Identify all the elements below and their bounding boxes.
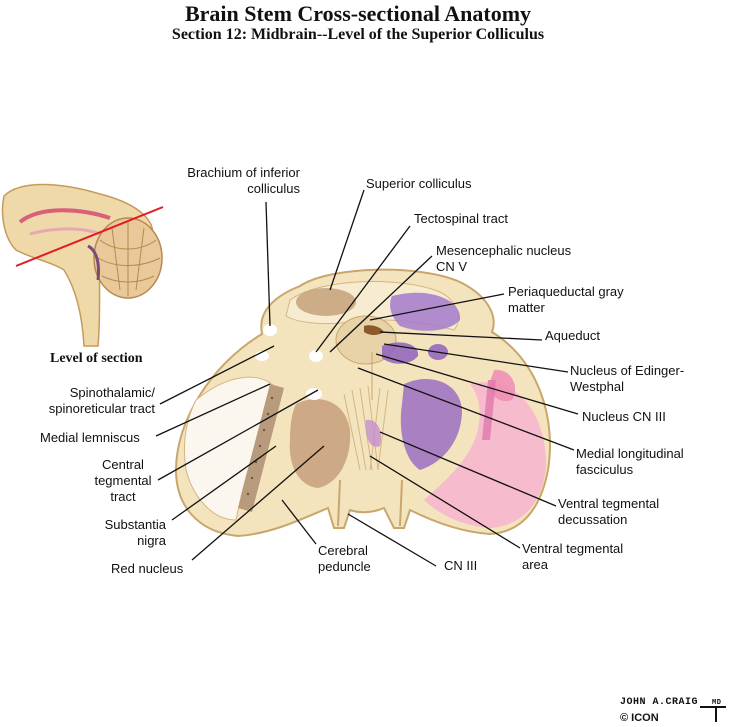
label-cerebral-peduncle: Cerebral peduncle — [318, 543, 371, 575]
signature-name-text: JOHN A.CRAIG — [620, 697, 699, 708]
label-mlf: Medial longitudinal fasciculus — [576, 446, 684, 478]
label-brachium: Brachium of inferior colliculus — [168, 165, 300, 197]
copyright-symbol: © — [620, 712, 629, 724]
label-spinothalamic-line1: Spinothalamic/ — [69, 385, 155, 400]
signature-name: JOHN A.CRAIG MD — [620, 697, 721, 708]
label-spinothalamic-line2: spinoreticular tract — [48, 401, 155, 416]
inset-sagittal-view — [1, 183, 164, 347]
label-vt-area: Ventral tegmental area — [522, 541, 623, 573]
label-cn3-nucleus: Nucleus CN III — [582, 409, 666, 424]
label-edinger-line1: Nucleus of Edinger- — [570, 363, 685, 378]
label-cerebral-peduncle-line2: peduncle — [318, 559, 371, 574]
brachium-dot — [263, 324, 277, 336]
label-central-tegmental-line3: tract — [110, 489, 136, 504]
label-brachium-line2: colliculus — [247, 181, 300, 196]
label-edinger-line2: Westphal — [570, 379, 624, 394]
label-central-tegmental-line1: Central — [102, 457, 144, 472]
label-central-tegmental: Central tegmental tract — [80, 457, 166, 505]
label-medial-lemniscus: Medial lemniscus — [40, 430, 140, 445]
central-tegmental-dot — [306, 388, 322, 400]
label-central-tegmental-line2: tegmental — [94, 473, 152, 488]
label-mlf-line1: Medial longitudinal — [576, 446, 684, 461]
label-vt-area-line2: area — [522, 557, 549, 572]
label-periaqueductal-line1: Periaqueductal gray — [508, 284, 624, 299]
label-edinger: Nucleus of Edinger- Westphal — [570, 363, 684, 395]
label-mesencephalic-line1: Mesencephalic nucleus — [436, 243, 572, 258]
label-cerebral-peduncle-line1: Cerebral — [318, 543, 368, 558]
signature-logo: © ICON — [620, 712, 659, 724]
label-vt-decussation-line1: Ventral tegmental — [558, 496, 660, 511]
logo-text: ICON — [631, 712, 659, 724]
inset-aqueduct — [87, 244, 100, 281]
label-periaqueductal: Periaqueductal gray matter — [508, 284, 624, 316]
mlf-shape — [365, 419, 382, 447]
inset-cerebellum-folia — [97, 222, 161, 296]
substantia-nigra-dots — [246, 396, 274, 496]
red-nucleus-shape — [289, 399, 351, 488]
signature-suffix: MD — [712, 699, 722, 707]
label-vt-decussation: Ventral tegmental decussation — [558, 496, 659, 528]
peduncle-pink-region — [424, 382, 547, 528]
label-substantia-nigra: Substantia nigra — [80, 517, 166, 549]
page-subtitle: Section 12: Midbrain--Level of the Super… — [171, 26, 545, 43]
label-cn3: CN III — [444, 558, 478, 573]
periaqueductal-gray — [335, 315, 397, 365]
label-spinothalamic: Spinothalamic/ spinoreticular tract — [20, 385, 155, 417]
level-of-section-line — [15, 206, 164, 267]
label-superior-colliculus: Superior colliculus — [366, 176, 472, 191]
page-title: Brain Stem Cross-sectional Anatomy — [184, 1, 532, 26]
label-vt-decussation-line2: decussation — [558, 512, 628, 527]
label-substantia-nigra-line1: Substantia — [104, 517, 166, 532]
label-mesencephalic-line2: CN V — [436, 259, 468, 274]
inset-level-label: Level of section — [50, 351, 143, 366]
inset-corpus-callosum — [18, 208, 111, 224]
tectospinal-dot — [309, 350, 323, 362]
label-periaqueductal-line2: matter — [508, 300, 545, 315]
inset-fornix — [29, 227, 105, 238]
label-mlf-line2: fasciculus — [576, 462, 634, 477]
purple-dorsal-region — [390, 292, 461, 331]
label-brachium-line1: Brachium of inferior — [187, 165, 300, 180]
label-aqueduct: Aqueduct — [545, 328, 600, 343]
superior-colliculus-region — [296, 288, 356, 316]
label-red-nucleus: Red nucleus — [111, 561, 184, 576]
midbrain-cross-section — [174, 268, 551, 538]
label-substantia-nigra-line2: nigra — [137, 533, 166, 548]
label-tectospinal: Tectospinal tract — [414, 211, 508, 226]
label-mesencephalic: Mesencephalic nucleus CN V — [436, 243, 571, 275]
aqueduct-shape — [364, 325, 384, 335]
leader-lines — [155, 189, 579, 567]
label-vt-area-line1: Ventral tegmental — [522, 541, 624, 556]
pink-tract-strip — [482, 380, 496, 440]
cn3-rootlets — [337, 479, 403, 527]
